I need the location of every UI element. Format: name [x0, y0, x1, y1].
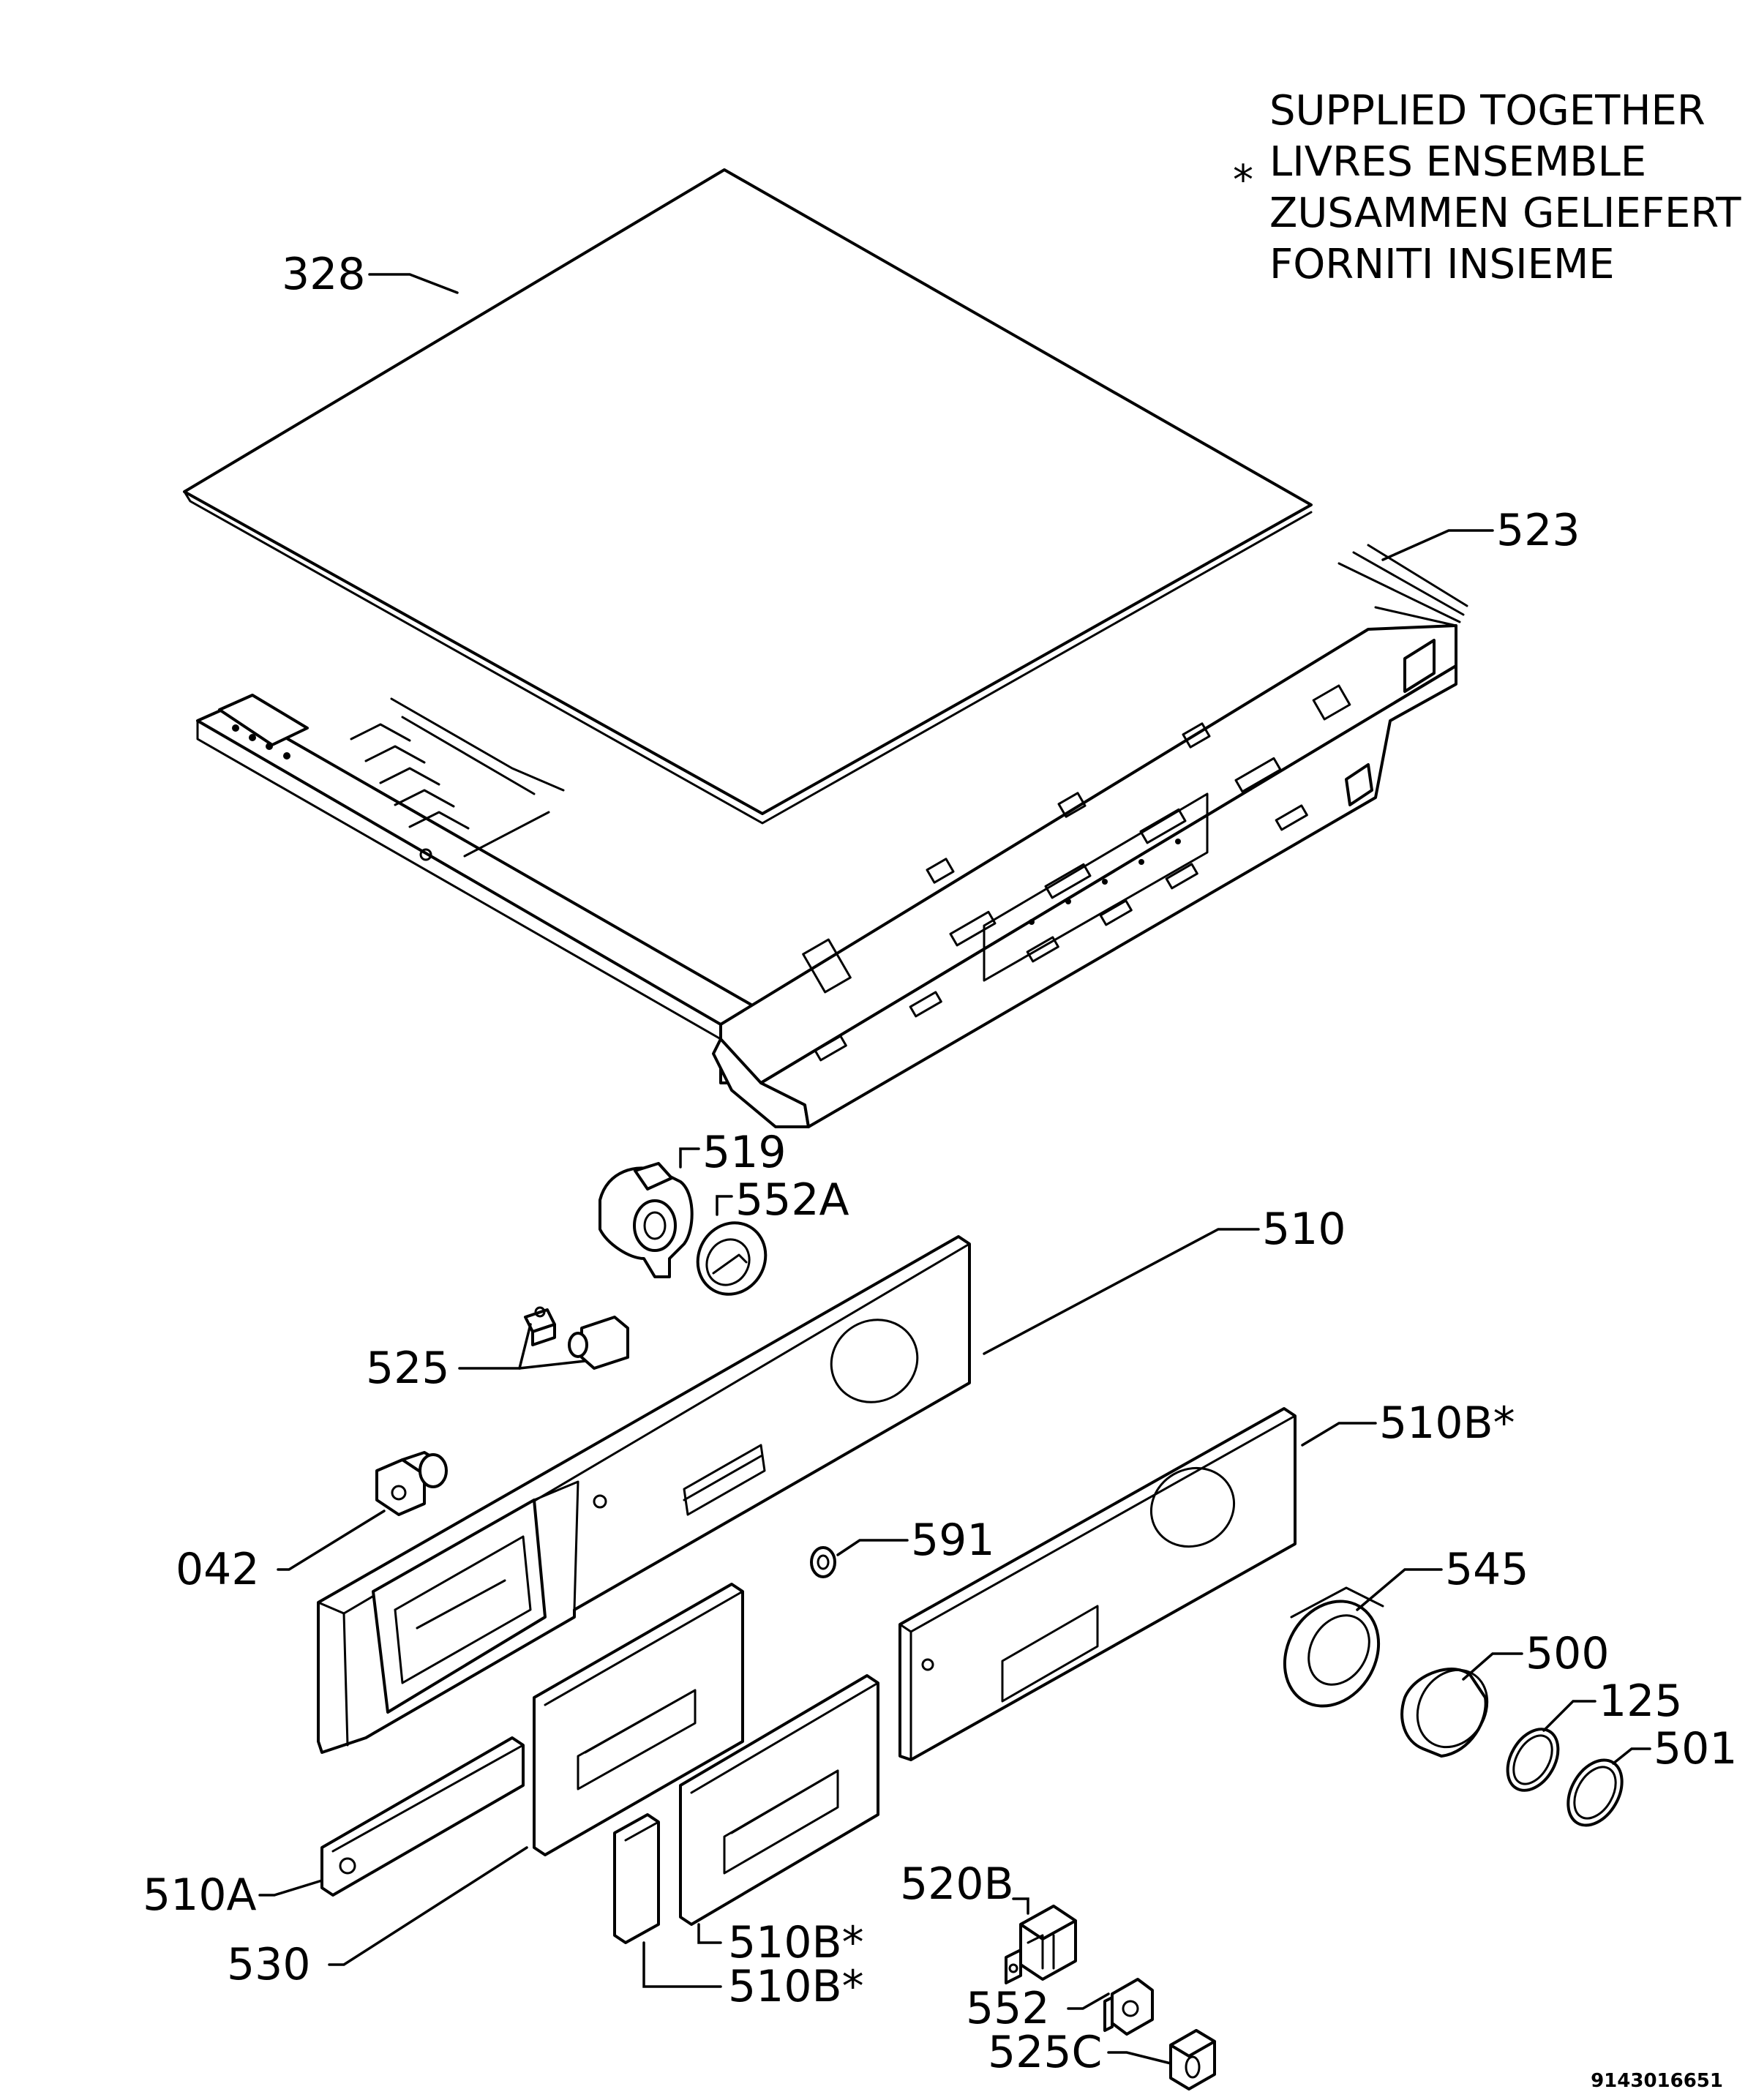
- part-510B-mid-frame: [679, 1674, 879, 1926]
- label-591: 591: [911, 1515, 995, 1566]
- part-510B-right-fascia: [898, 1407, 1297, 1761]
- part-500-knob: [1400, 1668, 1489, 1758]
- note-line-en: SUPPLIED TOGETHER: [1269, 87, 1706, 135]
- part-042-switch: [375, 1451, 448, 1516]
- label-530: 530: [227, 1939, 311, 1990]
- label-328: 328: [282, 249, 366, 300]
- leader-lines: [258, 273, 1651, 2065]
- part-525-clips: [524, 1306, 629, 1370]
- part-501-ring: [1566, 1758, 1624, 1827]
- part-510A-strip: [320, 1736, 525, 1897]
- part-545-bezel: [1283, 1586, 1384, 1708]
- label-500: 500: [1526, 1628, 1610, 1679]
- part-328-lid: [183, 168, 1313, 825]
- label-510B-low: 510B*: [728, 1961, 864, 2012]
- note-line-de: ZUSAMMEN GELIEFERT: [1269, 190, 1741, 237]
- label-545: 545: [1445, 1544, 1529, 1595]
- label-510B-right: 510B*: [1379, 1398, 1515, 1449]
- part-591-grommet: [810, 1546, 836, 1578]
- note-asterisk: *: [1233, 157, 1253, 204]
- document-id: 9143016651: [1591, 2070, 1723, 2092]
- part-525C: [1169, 2029, 1216, 2090]
- part-530-frame: [533, 1583, 744, 1856]
- label-552: 552: [966, 1983, 1050, 2034]
- label-510B-mid: 510B*: [728, 1917, 864, 1968]
- label-525C: 525C: [988, 2027, 1102, 2078]
- label-520B: 520B: [900, 1859, 1014, 1910]
- part-125-ring: [1506, 1728, 1560, 1792]
- label-523: 523: [1496, 505, 1580, 556]
- label-501: 501: [1654, 1723, 1738, 1774]
- part-510B-low-strip: [613, 1813, 660, 1944]
- note-line-fr: LIVRES ENSEMBLE: [1269, 138, 1646, 186]
- label-042: 042: [176, 1544, 260, 1595]
- note-line-it: FORNITI INSIEME: [1269, 241, 1615, 288]
- label-125: 125: [1599, 1676, 1683, 1727]
- label-525: 525: [366, 1343, 450, 1394]
- label-510A: 510A: [143, 1870, 257, 1921]
- part-552A-ring: [696, 1221, 768, 1296]
- label-519: 519: [702, 1127, 787, 1178]
- part-labels: 328 523 519 552A 510 525 510B* 042 591 5…: [143, 249, 1738, 2078]
- part-520B-terminal: [1005, 1905, 1077, 1984]
- part-510-fascia: [317, 1235, 971, 1754]
- label-552A: 552A: [735, 1174, 849, 1226]
- supplied-together-note: * SUPPLIED TOGETHER LIVRES ENSEMBLE ZUSA…: [1233, 87, 1741, 288]
- label-510: 510: [1262, 1204, 1346, 1255]
- part-552-clip: [1103, 1978, 1154, 2036]
- part-523-frame: [196, 544, 1468, 1128]
- part-519-bracket: [599, 1162, 694, 1278]
